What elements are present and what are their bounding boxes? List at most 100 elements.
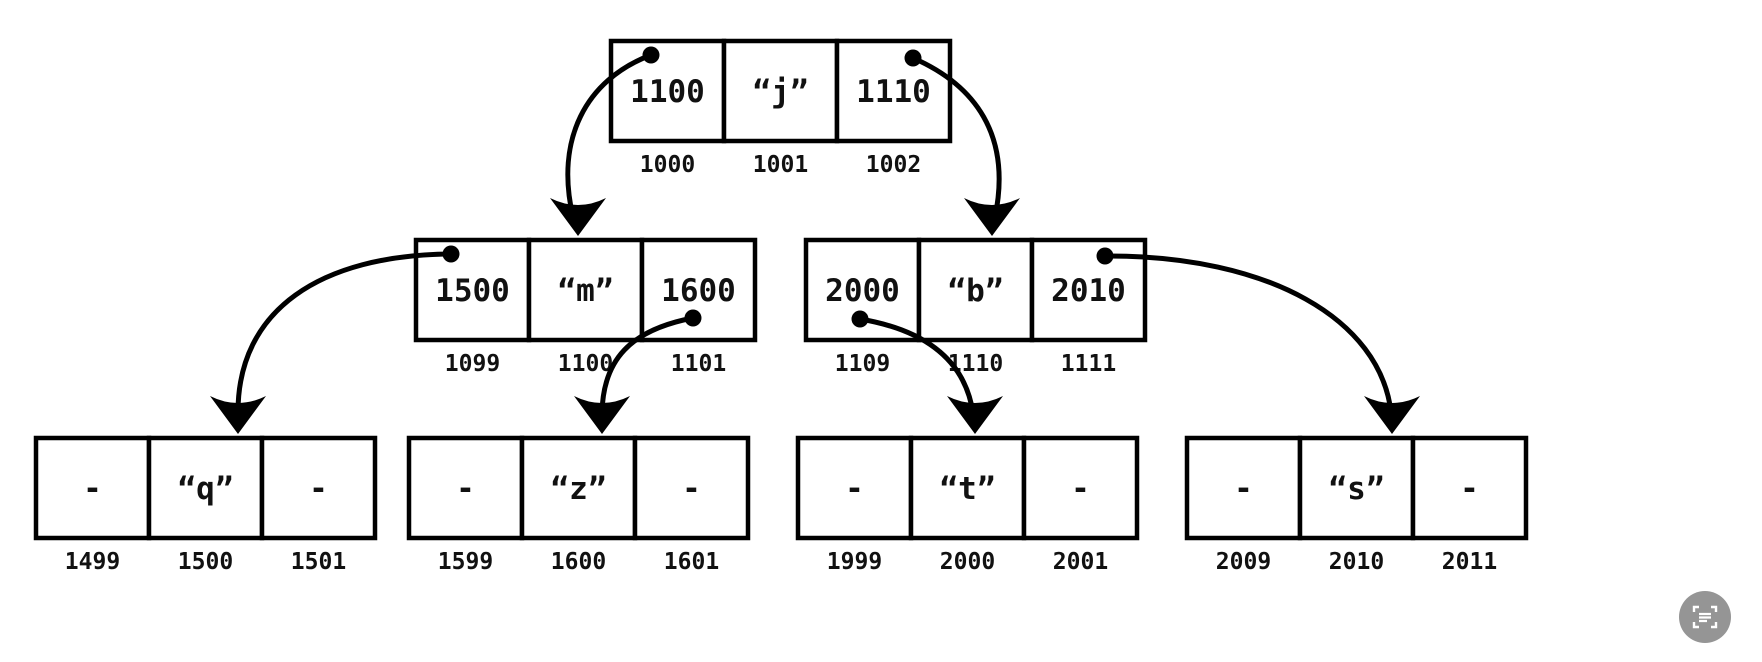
memory-cell: “j” 1001: [721, 38, 840, 178]
memory-cell: “m” 1100: [526, 237, 645, 377]
cell-address: 2009: [1216, 549, 1271, 575]
cell-address: 1099: [445, 351, 500, 377]
memory-cell: - 1999: [795, 435, 914, 575]
arrow-line: [235, 251, 452, 413]
arrowhead: [210, 396, 266, 434]
cell-box: [908, 435, 1027, 541]
cell-address: 1599: [438, 549, 493, 575]
cell-address: 1501: [291, 549, 346, 575]
cell-value: “m”: [558, 273, 614, 309]
cell-value: -: [1234, 471, 1253, 507]
cell-box: [721, 38, 840, 144]
cell-address: 2000: [940, 549, 995, 575]
memory-cell: 1110 1002: [834, 38, 953, 178]
arrow-line: [599, 315, 694, 414]
cell-value: -: [682, 471, 701, 507]
cell-address: 1001: [753, 152, 808, 178]
cell-box: [526, 237, 645, 343]
text-scan-button[interactable]: [1679, 591, 1731, 643]
cell-address: 2010: [1329, 549, 1384, 575]
cell-value: “b”: [948, 273, 1004, 309]
arrowhead: [947, 396, 1003, 434]
cell-value: 1500: [435, 273, 510, 309]
pointer-dot: [684, 309, 702, 327]
cell-address: 1101: [671, 351, 726, 377]
memory-cell: 2000 1109: [803, 237, 922, 377]
cell-address: 1111: [1061, 351, 1116, 377]
node-leaf-t: - 1999 “t” 2000 - 2001: [795, 435, 1140, 575]
cell-value: “j”: [753, 74, 809, 110]
cell-address: 1109: [835, 351, 890, 377]
cell-box: [608, 38, 727, 144]
cell-value: -: [845, 471, 864, 507]
cell-value: 2000: [825, 273, 900, 309]
cell-box: [1410, 435, 1529, 541]
memory-cell: “t” 2000: [908, 435, 1027, 575]
cell-address: 1600: [551, 549, 606, 575]
arrow-line: [565, 52, 652, 218]
pointer-arrow: [574, 309, 702, 434]
cell-value: 1110: [856, 74, 931, 110]
cell-address: 1999: [827, 549, 882, 575]
cell-value: -: [456, 471, 475, 507]
cell-box: [519, 435, 638, 541]
arrow-line: [859, 316, 976, 414]
arrow-line: [1104, 253, 1394, 413]
cell-value: 1100: [630, 74, 705, 110]
cell-address: 1000: [640, 152, 695, 178]
cell-box: [834, 38, 953, 144]
cell-value: “s”: [1329, 471, 1385, 507]
memory-cell: - 2011: [1410, 435, 1529, 575]
node-root: 1100 1000 “j” 1001 1110 1002: [608, 38, 953, 178]
arrowhead: [1364, 396, 1420, 434]
cell-box: [1021, 435, 1140, 541]
cell-address: 1002: [866, 152, 921, 178]
cell-box: [259, 435, 378, 541]
memory-cell: - 1599: [406, 435, 525, 575]
memory-cell: - 2009: [1184, 435, 1303, 575]
arrowhead: [964, 198, 1020, 236]
cell-value: -: [309, 471, 328, 507]
arrowhead: [550, 198, 606, 236]
cell-value: 1600: [661, 273, 736, 309]
cell-value: -: [1071, 471, 1090, 507]
pointer-arrow: [904, 49, 1020, 236]
pointer-dot: [851, 310, 869, 328]
cell-address: 1500: [178, 549, 233, 575]
cell-box: [916, 237, 1035, 343]
node-left: 1500 1099 “m” 1100 1600 1101: [413, 237, 758, 377]
cell-value: -: [1460, 471, 1479, 507]
memory-cell: - 2001: [1021, 435, 1140, 575]
cell-value: “q”: [178, 471, 234, 507]
pointer-arrow: [851, 310, 1003, 434]
memory-cell: - 1501: [259, 435, 378, 575]
cell-address: 2001: [1053, 549, 1108, 575]
pointer-dot: [1096, 247, 1114, 265]
cell-address: 2011: [1442, 549, 1497, 575]
pointer-dot: [642, 46, 660, 64]
pointer-dot: [904, 49, 922, 67]
cell-address: 1100: [558, 351, 613, 377]
memory-cell: “s” 2010: [1297, 435, 1416, 575]
pointer-arrow: [210, 245, 460, 434]
cell-box: [406, 435, 525, 541]
memory-cell: 1100 1000: [608, 38, 727, 178]
cell-address: 1499: [65, 549, 120, 575]
node-leaf-z: - 1599 “z” 1600 - 1601: [406, 435, 751, 575]
memory-cell: - 1601: [632, 435, 751, 575]
memory-cell: “q” 1500: [146, 435, 265, 575]
cell-address: 1601: [664, 549, 719, 575]
pointer-arrow: [550, 46, 660, 236]
cell-value: “z”: [551, 471, 607, 507]
cell-value: “t”: [940, 471, 996, 507]
cell-box: [1184, 435, 1303, 541]
arrowhead: [574, 396, 630, 434]
arrow-line: [912, 55, 1002, 218]
cell-box: [803, 237, 922, 343]
cell-box: [795, 435, 914, 541]
node-leaf-q: -1499“q”1500-1501: [33, 435, 378, 575]
memory-cell: “z” 1600: [519, 435, 638, 575]
